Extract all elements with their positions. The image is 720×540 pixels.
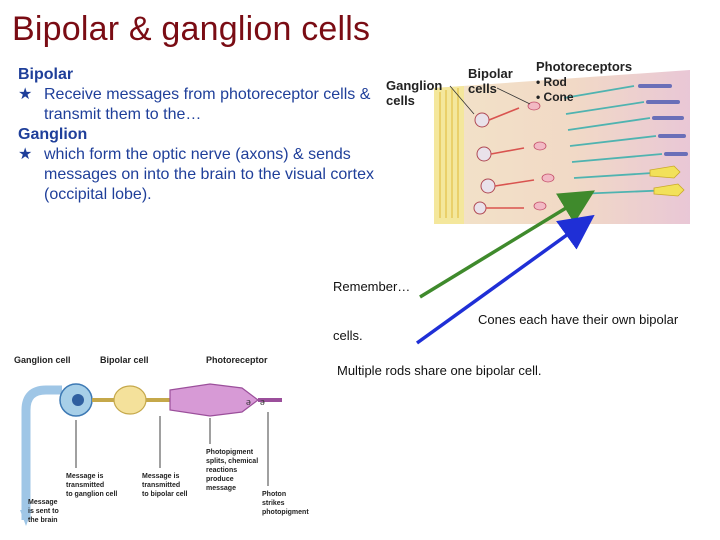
star-bullet-icon: ★ bbox=[18, 146, 33, 163]
brain-line-3: the brain bbox=[28, 517, 58, 524]
msg-ganglion-line-1: Message is bbox=[66, 473, 103, 480]
remember-note: Remember… bbox=[333, 279, 411, 294]
msg-ganglion-line-2: transmitted bbox=[66, 482, 104, 489]
ganglion-bullet: ★ which form the optic nerve (axons) & s… bbox=[18, 145, 378, 205]
photoreceptors-label: Photoreceptors bbox=[536, 59, 632, 74]
ganglion-bullet-text: which form the optic nerve (axons) & sen… bbox=[44, 146, 374, 203]
bipolar-cells-label-2: cells bbox=[468, 81, 497, 96]
bipolar-heading: Bipolar bbox=[18, 66, 74, 83]
photon-line-2: strikes bbox=[262, 500, 285, 507]
brain-line-2: is sent to bbox=[28, 508, 59, 515]
body-text: Bipolar ★ Receive messages from photorec… bbox=[18, 65, 378, 205]
ganglion-cell-label: Ganglion cell bbox=[14, 355, 71, 365]
photopigment-line-1: Photopigment bbox=[206, 449, 254, 456]
bipolar-bullet-text: Receive messages from photoreceptor cell… bbox=[44, 86, 371, 123]
photopigment-line-2: splits, chemical bbox=[206, 458, 258, 465]
signal-pathway-figure: ə ə Ganglion cell Bipolar cell Photorece… bbox=[14, 355, 309, 526]
bipolar-cells-label: Bipolar bbox=[468, 66, 513, 81]
retina-layers-figure: Ganglion cells Bipolar cells Photorecept… bbox=[386, 59, 690, 224]
ganglion-cells-label: Ganglion bbox=[386, 78, 442, 93]
cone-label: • Cone bbox=[536, 90, 574, 104]
bipolar-cell-label: Bipolar cell bbox=[100, 355, 149, 365]
svg-text:ə: ə bbox=[260, 396, 265, 408]
ganglion-heading: Ganglion bbox=[18, 126, 88, 143]
photopigment-line-5: message bbox=[206, 485, 236, 492]
photon-line-1: Photon bbox=[262, 491, 286, 498]
photopigment-line-3: reactions bbox=[206, 467, 237, 474]
svg-text:ə: ə bbox=[246, 396, 251, 408]
photopigment-line-4: produce bbox=[206, 476, 234, 483]
bipolar-bullet: ★ Receive messages from photoreceptor ce… bbox=[18, 85, 378, 125]
ganglion-cells-label-2: cells bbox=[386, 93, 415, 108]
slide-title: Bipolar & ganglion cells bbox=[12, 10, 371, 48]
photoreceptor-label: Photoreceptor bbox=[206, 355, 268, 365]
msg-bipolar-line-2: transmitted bbox=[142, 482, 180, 489]
msg-bipolar-line-3: to bipolar cell bbox=[142, 491, 188, 498]
brain-line-1: Message bbox=[28, 499, 58, 506]
rod-label: • Rod bbox=[536, 75, 567, 89]
star-bullet-icon: ★ bbox=[18, 86, 33, 103]
photon-line-3: photopigment bbox=[262, 509, 309, 516]
rods-note: Multiple rods share one bipolar cell. bbox=[337, 363, 542, 378]
cells-note: cells. bbox=[333, 328, 363, 343]
msg-ganglion-line-3: to ganglion cell bbox=[66, 491, 117, 498]
cones-note: Cones each have their own bipolar bbox=[478, 312, 679, 327]
msg-bipolar-line-1: Message is bbox=[142, 473, 179, 480]
